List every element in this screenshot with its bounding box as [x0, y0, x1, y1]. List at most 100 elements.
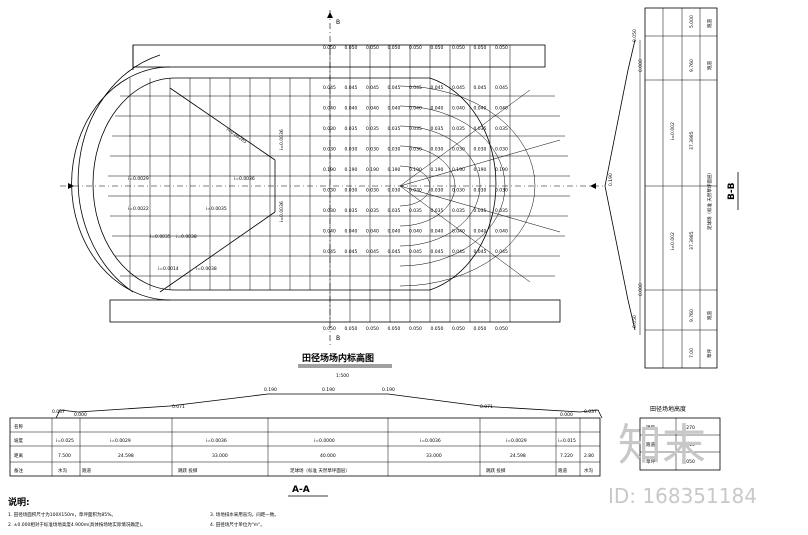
height-cell: 0.010: [682, 442, 695, 448]
grid-elevation-label: 0.030: [474, 147, 487, 153]
plan-title: 田径场场内标高图: [302, 352, 374, 364]
slope-label: i=0.0038: [176, 234, 197, 240]
aa-row-header: 备注: [14, 467, 23, 474]
grid-elevation-label: 0.045: [452, 85, 465, 91]
grid-elevation-label: 0.030: [495, 147, 508, 153]
bb-center-value: 0.190: [608, 173, 614, 186]
grid-elevation-label: 0.045: [323, 249, 336, 255]
grid-elevation-label: 0.040: [388, 106, 401, 112]
slope-label: i=0.0038: [196, 266, 217, 272]
notes-heading: 说明:: [8, 496, 30, 508]
grid-elevation-label: 0.030: [409, 147, 422, 153]
bb-distance: 5.000: [689, 15, 695, 28]
section-aa: 0.037 0.000 0.071 0.190 0.190 0.190 0.07…: [9, 387, 603, 497]
grid-elevation-label: 0.030: [431, 188, 444, 194]
bb-note: 草坪: [706, 349, 713, 358]
section-bb: 0.050 0.000 0.190 i=0.002 i=0.002 0.000 …: [604, 7, 739, 369]
aa-slope: i=0.015: [558, 438, 576, 444]
grid-elevation-label: 0.045: [366, 85, 379, 91]
grid-elevation-label: 0.035: [345, 126, 358, 132]
grid-elevation-label: 0.040: [366, 229, 379, 235]
slope-label: i=0.0035: [206, 206, 227, 212]
grid-elevation-label: 0.045: [345, 85, 358, 91]
grid-elevation-label: 0.190: [409, 167, 422, 173]
grid-elevation-label: 0.050: [495, 45, 508, 51]
aa-note: 跳跃 投掷: [178, 467, 198, 474]
height-table-title: 田径场地高度: [650, 405, 686, 413]
left-outer-curve: [71, 66, 171, 301]
note-item: 3. 场地排水采用盲沟，间距一致。: [210, 511, 279, 518]
grid-elevation-label: 0.030: [323, 208, 336, 214]
grid-elevation-label: 0.040: [452, 229, 465, 235]
grid-elevation-label: 0.030: [452, 147, 465, 153]
aa-row-header: 距离: [14, 452, 23, 459]
height-table: 田径场地高度 项目 0.270 跑道 0.010 草坪 0.050: [639, 405, 721, 471]
grid-elevation-label: 0.050: [345, 45, 358, 51]
aa-slope: i=0.0036: [206, 438, 227, 444]
bb-note: 足球场（标准 天然草坪面层）: [706, 170, 713, 230]
slope-label: i=0.0035: [150, 234, 171, 240]
grid-elevation-label: 0.050: [345, 326, 358, 332]
grid-elevation-label: 0.035: [366, 208, 379, 214]
grid-elevation-label: 0.050: [323, 326, 336, 332]
grid-elevation-label: 0.030: [431, 147, 444, 153]
grid-elevation-label: 0.040: [474, 106, 487, 112]
height-table-frame: [639, 417, 721, 471]
grid-elevation-label: 0.050: [431, 326, 444, 332]
grid-elevation-label: 0.030: [323, 147, 336, 153]
aa-peak: 0.037: [52, 409, 65, 415]
grid-elevation-label: 0.045: [452, 249, 465, 255]
grid-elevation-label: 0.045: [409, 85, 422, 91]
grid-elevation-label: 0.040: [388, 229, 401, 235]
d-zone-arcs: [399, 85, 561, 287]
note-item: 1. 田径场面积尺寸为100X150m，草坪面积为85%。: [8, 511, 116, 518]
slope-label: i=0.0029: [128, 176, 149, 182]
aa-row-header: 名称: [14, 423, 23, 430]
bb-note: 跑道: [706, 61, 713, 70]
section-mark-top: B: [336, 19, 340, 26]
aa-distance: 2.80: [584, 453, 594, 459]
bb-distance: 37.3985: [689, 231, 695, 250]
grid-elevation-label: 0.035: [366, 126, 379, 132]
grid-elevation-label: 0.040: [345, 106, 358, 112]
grid-elevation-label: 0.045: [431, 249, 444, 255]
aa-note: 水沟: [58, 467, 67, 474]
bb-label: B-B: [727, 182, 737, 200]
grid-elevation-label: 0.035: [474, 126, 487, 132]
grid-elevation-label: 0.035: [409, 126, 422, 132]
bb-note: 跑道: [706, 311, 713, 320]
grid-elevation-label: 0.050: [431, 45, 444, 51]
grid-elevation-label: 0.040: [474, 229, 487, 235]
grid-elevation-label: 0.040: [323, 106, 336, 112]
grid-elevation-label: 0.045: [431, 85, 444, 91]
grid-elevation-label: 0.035: [431, 126, 444, 132]
grid-elevation-label: 0.040: [495, 106, 508, 112]
grid-elevation-label: 0.030: [388, 188, 401, 194]
grid-elevation-label: 0.045: [323, 85, 336, 91]
height-cell: 0.050: [682, 459, 695, 465]
grid-elevation-label: 0.050: [452, 326, 465, 332]
plan-scale: 1:500: [336, 373, 349, 379]
bb-value: 0.000: [638, 283, 644, 296]
note-item: 2. ±0.000相对于标准场地高度4.900m(具体按场地实际情况确定)。: [8, 521, 146, 528]
grid-elevation-label: 0.190: [431, 167, 444, 173]
grid-elevation-label: 0.040: [345, 229, 358, 235]
grid-elevation-label: 0.035: [431, 208, 444, 214]
watermark-id: ID: 168351184: [608, 484, 757, 508]
grid-elevation-label: 0.050: [323, 45, 336, 51]
aa-distance: 24.598: [118, 453, 134, 459]
bottom-straight: [109, 299, 561, 323]
aa-note: 水沟: [584, 467, 593, 474]
grid-elevation-label: 0.030: [495, 188, 508, 194]
grid-elevation-label: 0.040: [452, 106, 465, 112]
aa-note: 足球场（标准 天然草坪面层）: [290, 467, 350, 474]
grid-elevation-label: 0.050: [409, 45, 422, 51]
height-cell: 草坪: [646, 458, 655, 465]
grid-elevation-label: 0.050: [388, 326, 401, 332]
aa-distance: 33.000: [426, 453, 442, 459]
grid-elevation-label: 0.035: [452, 208, 465, 214]
aa-distance: 24.598: [510, 453, 526, 459]
note-item: 4. 田径场尺寸单位为"m"。: [210, 521, 265, 528]
